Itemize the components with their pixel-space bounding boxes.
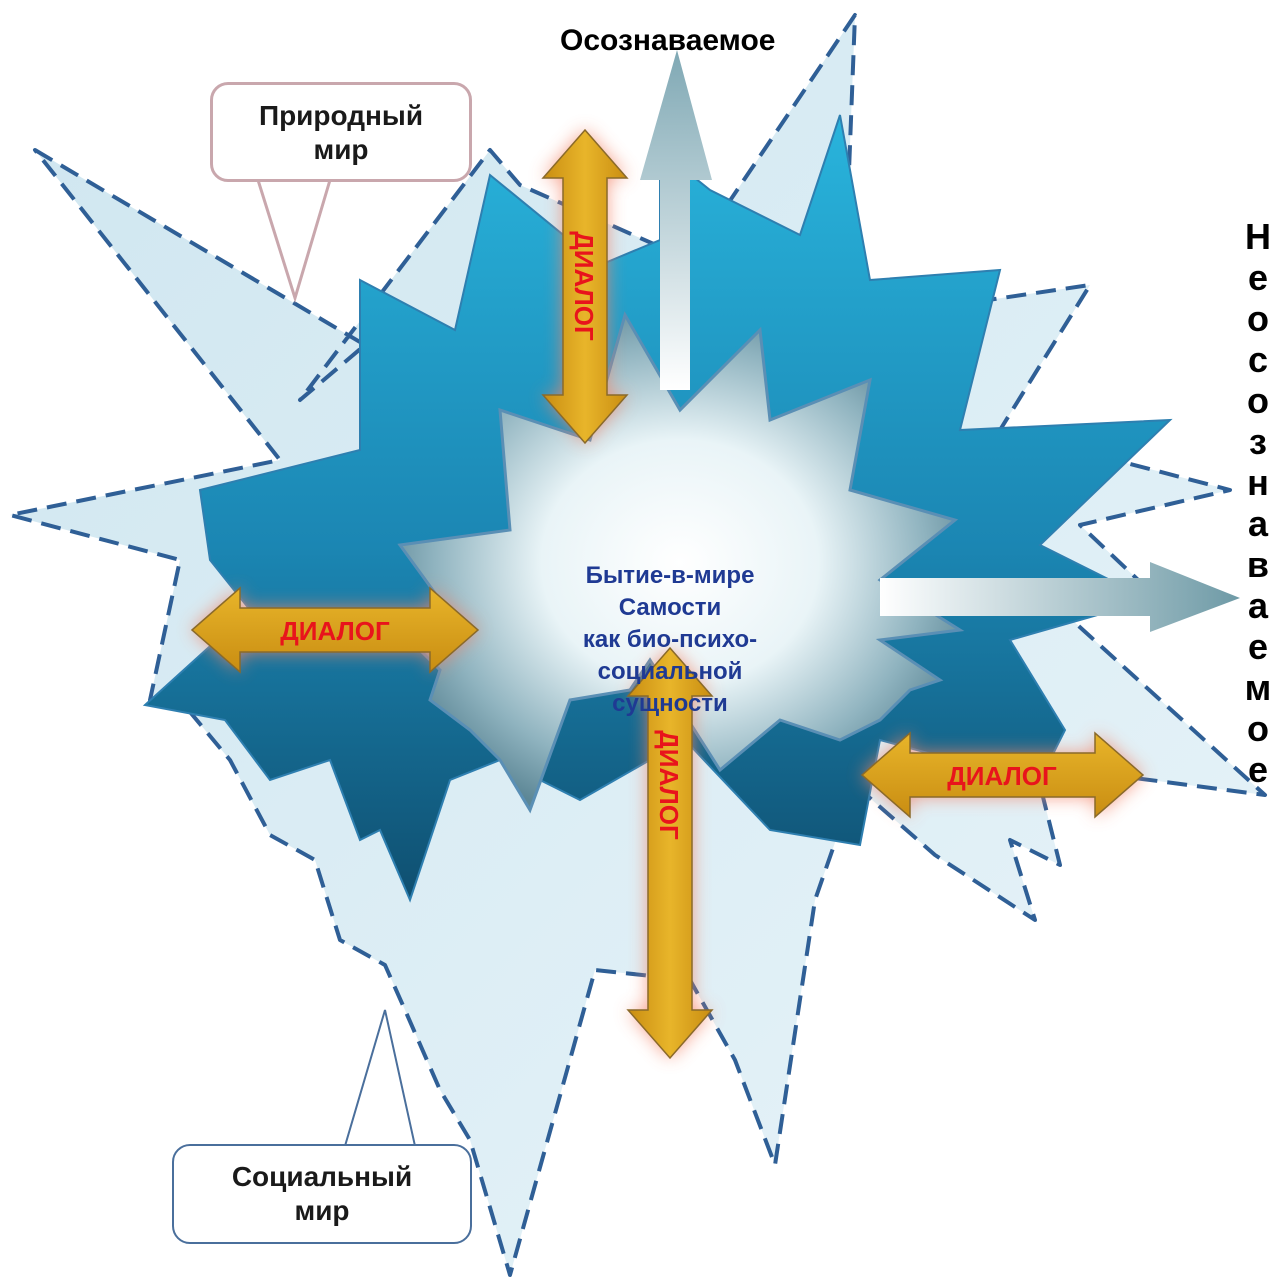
unconscious-letter: а [1247,585,1269,626]
social-world-line-2: мир [294,1195,350,1226]
dialog-label-right: ДИАЛОГ [947,761,1057,791]
social-callout-pointer [344,1009,416,1147]
center-concept-text: Бытие-в-мире Самости как био-психо- соци… [520,560,820,720]
natural-world-callout: Природный мир [210,82,472,182]
center-line: Бытие-в-мире [585,562,755,589]
dialog-arrow-top: ДИАЛОГ [541,128,629,445]
dialog-label-left: ДИАЛОГ [280,616,390,646]
center-line: Самости [618,594,722,621]
unconscious-letter: е [1247,626,1269,667]
unconscious-letter: в [1246,544,1270,585]
unconscious-arrow [880,562,1240,632]
unconscious-letter: о [1247,708,1269,749]
natural-world-line-1: Природный [258,100,424,131]
unconscious-letter: о [1247,298,1269,339]
natural-callout-pointer [256,179,332,304]
unconscious-letter: Н [1245,216,1271,257]
social-world-callout: Социальный мир [172,1144,472,1244]
dialog-arrow-right: ДИАЛОГ [860,731,1145,819]
unconscious-letter: о [1247,380,1269,421]
natural-world-line-2: мир [313,134,369,165]
unconscious-letter: а [1247,503,1269,544]
unconscious-letter: е [1247,749,1269,790]
center-line: сущности [612,690,728,717]
dialog-label-bottom: ДИАЛОГ [654,730,684,840]
conscious-label: Осознаваемое [560,24,776,57]
unconscious-letter: м [1244,667,1272,708]
unconscious-letter: с [1247,339,1269,380]
social-world-line-1: Социальный [231,1161,413,1192]
dialog-arrow-left: ДИАЛОГ [190,586,480,674]
unconscious-label: Н е о с о з н а в а е м о е [1238,216,1278,790]
center-line: социальной [597,658,743,685]
conscious-arrow [640,50,712,390]
dialog-label-top: ДИАЛОГ [569,231,599,341]
inner-star-shape [397,311,965,814]
unconscious-letter: з [1249,421,1267,462]
dialog-arrow-bottom: ДИАЛОГ [626,646,714,1060]
center-line: как био-психо- [582,626,758,653]
unconscious-letter: е [1247,257,1269,298]
unconscious-letter: н [1247,462,1269,503]
